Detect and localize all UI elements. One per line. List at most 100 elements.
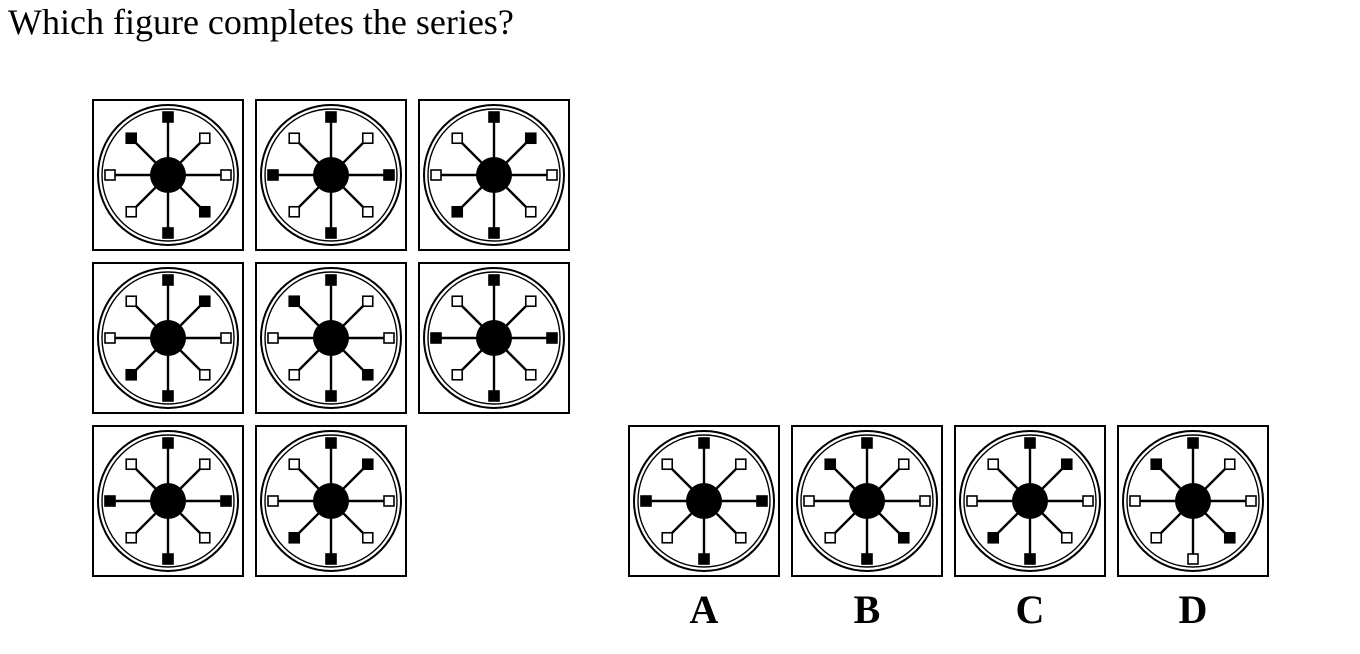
grid-figure-5 (255, 262, 407, 414)
square-sw-white (288, 205, 301, 218)
square-n-black (698, 437, 710, 449)
inner-ring (101, 434, 235, 568)
square-n-black (488, 111, 500, 123)
square-w-white (104, 169, 116, 181)
outer-ring (423, 267, 565, 409)
square-n-black (488, 274, 500, 286)
square-se-white (734, 531, 747, 544)
square-ne-white (524, 295, 537, 308)
square-sw-white (661, 531, 674, 544)
square-e-black (220, 495, 232, 507)
square-w-white (267, 495, 279, 507)
inner-ring (427, 271, 561, 405)
square-w-white (104, 332, 116, 344)
square-sw-white (125, 205, 138, 218)
option-b-label[interactable]: B (853, 587, 881, 632)
square-s-black (162, 553, 174, 565)
square-se-white (524, 205, 537, 218)
option-c-figure[interactable] (954, 425, 1106, 577)
square-ne-white (897, 458, 910, 471)
square-e-white (1245, 495, 1257, 507)
square-n-black (1187, 437, 1199, 449)
outer-ring (97, 104, 239, 246)
center-dot (1175, 483, 1211, 519)
square-nw-black (288, 295, 301, 308)
square-sw-black (987, 531, 1000, 544)
center-dot (313, 320, 349, 356)
center-dot (313, 157, 349, 193)
square-e-black (383, 169, 395, 181)
square-n-black (162, 437, 174, 449)
inner-ring (264, 108, 398, 242)
square-s-black (1024, 553, 1036, 565)
square-e-black (546, 332, 558, 344)
square-se-black (198, 205, 211, 218)
square-e-white (1082, 495, 1094, 507)
square-nw-white (661, 458, 674, 471)
square-s-black (325, 390, 337, 402)
grid-figure-3 (418, 99, 570, 251)
square-nw-white (451, 132, 464, 145)
square-ne-black (524, 132, 537, 145)
outer-ring (260, 430, 402, 572)
outer-ring (633, 430, 775, 572)
square-s-black (861, 553, 873, 565)
square-ne-black (361, 458, 374, 471)
square-sw-white (288, 368, 301, 381)
option-d-figure[interactable] (1117, 425, 1269, 577)
center-dot (150, 157, 186, 193)
outer-ring (260, 267, 402, 409)
square-w-black (640, 495, 652, 507)
outer-ring (423, 104, 565, 246)
square-sw-black (125, 368, 138, 381)
square-nw-white (125, 458, 138, 471)
square-s-black (488, 390, 500, 402)
square-se-white (524, 368, 537, 381)
square-ne-white (1223, 458, 1236, 471)
square-e-black (756, 495, 768, 507)
grid-figure-2 (255, 99, 407, 251)
square-s-black (698, 553, 710, 565)
outer-ring (260, 104, 402, 246)
center-dot (476, 157, 512, 193)
square-e-white (383, 332, 395, 344)
square-se-white (1060, 531, 1073, 544)
square-n-black (325, 437, 337, 449)
option-b-figure[interactable] (791, 425, 943, 577)
square-ne-white (734, 458, 747, 471)
square-ne-black (1060, 458, 1073, 471)
square-s-black (488, 227, 500, 239)
option-a-label[interactable]: A (689, 587, 719, 632)
square-nw-white (987, 458, 1000, 471)
outer-ring (97, 267, 239, 409)
square-w-white (430, 169, 442, 181)
grid-figure-8 (255, 425, 407, 577)
question-text: Which figure completes the series? (8, 2, 514, 42)
inner-ring (101, 271, 235, 405)
inner-ring (637, 434, 771, 568)
option-c-label[interactable]: C (1015, 587, 1045, 632)
grid-figure-7 (92, 425, 244, 577)
square-e-white (546, 169, 558, 181)
square-e-white (220, 169, 232, 181)
inner-ring (264, 271, 398, 405)
square-n-black (325, 111, 337, 123)
square-ne-black (198, 295, 211, 308)
square-se-black (897, 531, 910, 544)
square-w-white (267, 332, 279, 344)
square-sw-white (451, 368, 464, 381)
square-sw-white (125, 531, 138, 544)
inner-ring (1126, 434, 1260, 568)
inner-ring (800, 434, 934, 568)
square-nw-white (288, 132, 301, 145)
square-sw-black (451, 205, 464, 218)
outer-ring (796, 430, 938, 572)
square-w-black (430, 332, 442, 344)
square-w-white (966, 495, 978, 507)
square-e-white (220, 332, 232, 344)
option-a-figure[interactable] (628, 425, 780, 577)
option-d-label[interactable]: D (1178, 587, 1208, 632)
square-n-black (162, 111, 174, 123)
outer-ring (959, 430, 1101, 572)
inner-ring (264, 434, 398, 568)
